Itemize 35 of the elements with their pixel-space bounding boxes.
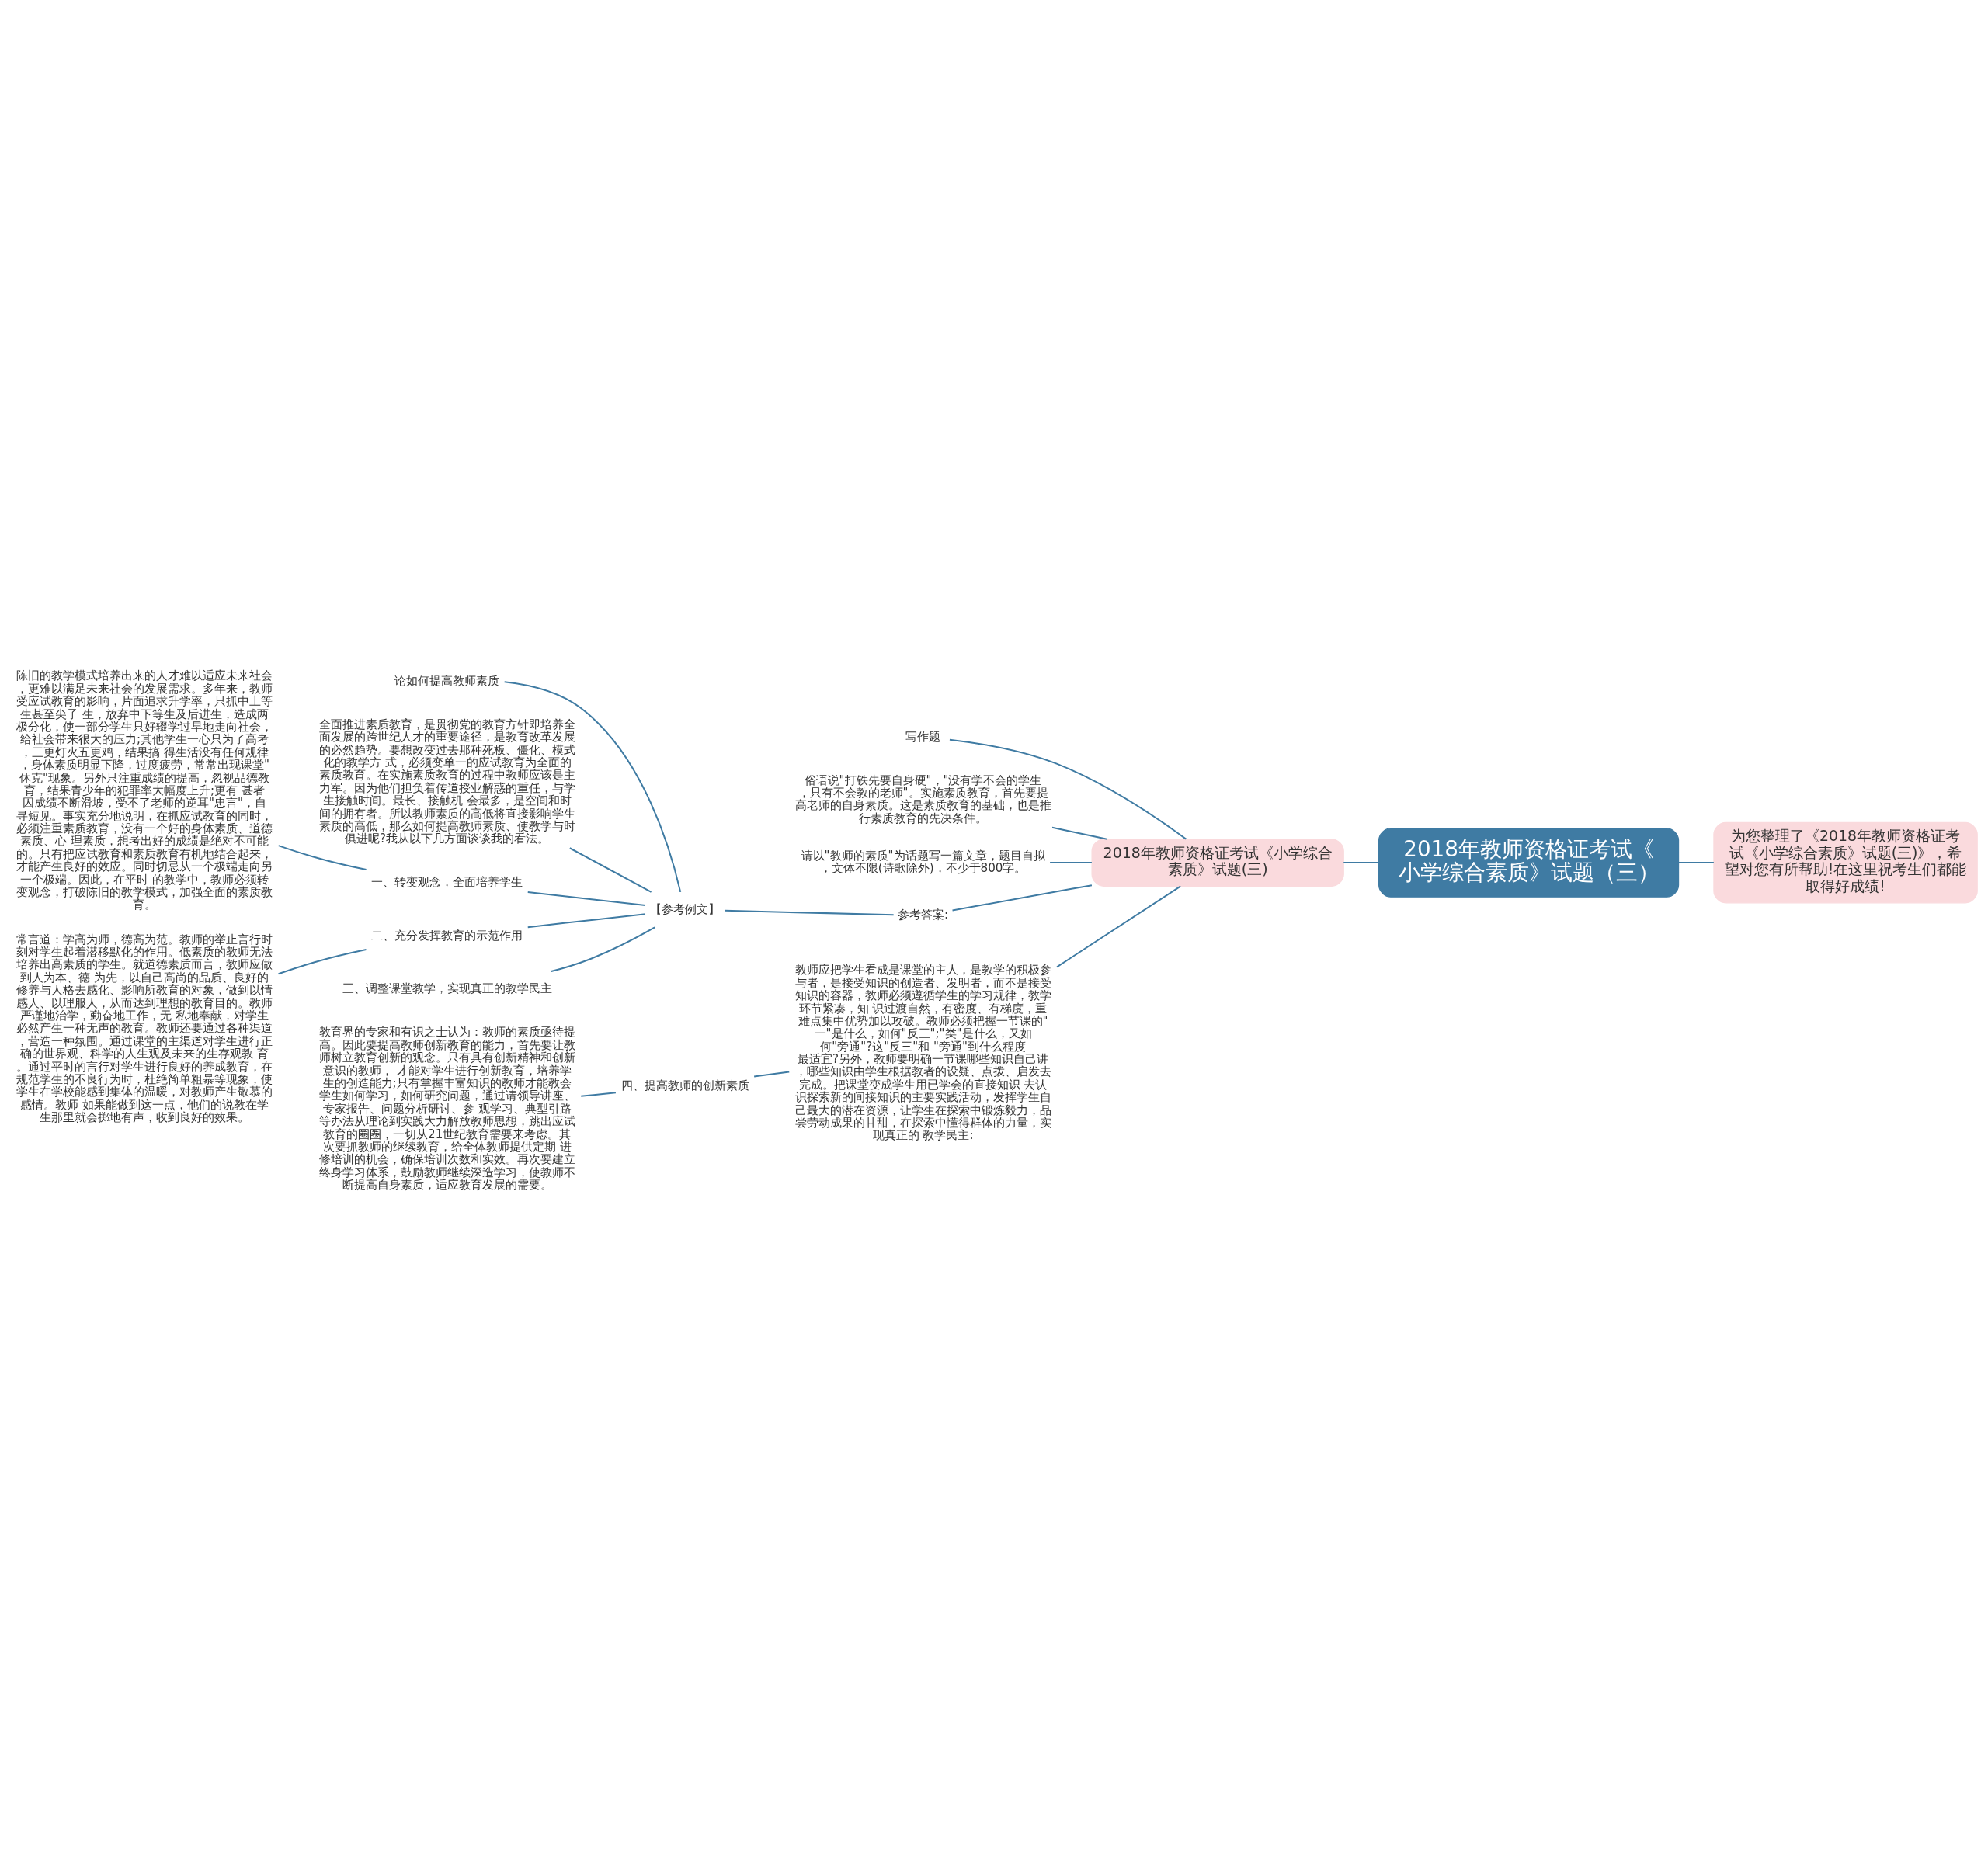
node-text: 一、转变观念，全面培养学生	[371, 875, 523, 890]
connector	[754, 1071, 790, 1078]
node-box: 为您整理了《2018年教师资格证考试《小学综合素质》试题(三)》，希望对您有所帮助!在这里祝考生们都能取得好成绩!	[1713, 821, 1978, 904]
connector	[1056, 885, 1181, 968]
node-text: 陈旧的教学模式培养出来的人才难以适应未来社会，更难以满足未来社会的发展需求。多年来，教师受应试教育的影响，片面追求升学率，只抓中上等生甚至尖子 生，放弃中下等生及后进生，造成两极分化，使一部分学生只好辍学过早地走向社会，给社会带来很大的压力;其他学生一心只为了高考，三更灯火五更鸡，结果搞 得生活没有任何规律，身体素质明显下降，过度疲劳，常常出现课堂"休克"现象。另外只注重成绩的提高，忽视品德教育，结果青少年的犯罪率大幅度上升;更有 甚者因成绩不断滑坡，受不了老师的逆耳"忠言"，自寻短见。事实充分地说明，在抓应试教育的同时，必须注重素质教育，没有一个好的身体素质、道德素质、心 理素质，想考出好的成绩是绝对不可能的。只有把应试教育和素质教育有机地结合起来，才能产生良好的效应。同时切忌从一个极端走向另一个极端。因此，在平时 的教学中，教师必须转变观念，打破陈旧的教学模式，加强全面的素质教育。	[16, 669, 273, 912]
connector	[952, 884, 1093, 912]
node-text: 写作题	[905, 729, 941, 744]
node-text: 二、充分发挥教育的示范作用	[371, 928, 523, 943]
connector	[581, 1092, 617, 1097]
node-text: 教师应把学生看成是课堂的主人，是教学的积极参与者，是接受知识的创造者、发明者，而不是接受知识的容器，教师必须遵循学生的学习规律，教学环节紧凑，知 识过渡自然，有密度、有梯度，重难点集中优势加以攻破。教师必须把握一节课的"一"是什么，如何"反三";"类"是什么，又如何"旁通"?这"反三"和 "旁通"到什么程度最适宜?另外，教师要明确一节课哪些知识自己讲，哪些知识由学生根据教者的设疑、点拨、启发去完成。把课堂变成学生用已学会的直接知识 去认识探索新的间接知识的主要实践活动，发挥学生自己最大的潜在资源，让学生在探索中锻炼毅力，品尝劳动成果的甘甜，在探索中懂得群体的力量，实现真正的 教学民主:	[794, 963, 1051, 1143]
connector	[527, 913, 646, 929]
connector	[527, 891, 646, 906]
connector	[278, 949, 367, 975]
node-text: 【参考例文】	[650, 901, 721, 916]
node-text: 全面推进素质教育，是贯彻党的教育方针即培养全面发展的跨世纪人才的重要途径，是教育改革发展的必然趋势。要想改变过去那种死板、僵化、模式化的教学方 式，必须变单一的应试教育为全面的素质教育。在实施素质教育的过程中教师应该是主力军。因为他们担负着传道授业解惑的重任，与学生接触时间。最长、接触机 会最多，是空间和时间的拥有者。所以教师素质的高低将直接影响学生素质的高低，那么如何提高教师素质、使教学与时俱进呢?我从以下几方面谈谈我的看法。	[318, 717, 575, 846]
node-text: 常言道：学高为师，德高为范。教师的举止言行时刻对学生起着潜移默化的作用。低素质的教师无法培养出高素质的学生。就道德素质而言，教师应做到人为本、德 为先，以自己高尚的品质、良好的修养与人格去感化、影响所教育的对象，做到以情感人、以理服人，从而达到理想的教育目的。教师严谨地治学，勤奋地工作，无 私地奉献，对学生必然产生一种无声的教育。教师还要通过各种渠道，营造一种氛围。通过课堂的主渠道对学生进行正确的世界观、科学的人生观及未来的生存观教 育。通过平时的言行对学生进行良好的养成教育，在规范学生的不良行为时，杜绝简单粗暴等现象，使学生在学校能感到集体的温暖，对教师产生敬慕的感情。教师 如果能做到这一点，他们的说教在学生那里就会掷地有声，收到良好的效果。	[16, 932, 273, 1125]
node-text: 俗语说"打铁先要自身硬"，"没有学不会的学生，只有不会教的老师"。实施素质教育，首先要提高老师的自身素质。这是素质教育的基础，也是推行素质教育的先决条件。	[794, 773, 1051, 825]
connector	[725, 909, 894, 916]
node-text: 四、提高教师的创新素质	[620, 1078, 749, 1092]
connector	[1050, 862, 1092, 864]
node-box: 2018年教师资格证考试《小学综合素质》试题(三)	[1091, 839, 1344, 887]
node-box: 2018年教师资格证考试《小学综合素质》试题（三）	[1378, 828, 1680, 898]
connector	[1678, 862, 1714, 864]
node-text: 参考答案:	[898, 908, 949, 922]
node-text: 论如何提高教师素质	[394, 673, 500, 688]
connector	[551, 926, 655, 972]
connector	[1051, 826, 1107, 840]
node-text: 请以"教师的素质"为话题写一篇文章，题目自拟，文体不限(诗歌除外)，不少于800字。	[801, 848, 1045, 876]
connector	[949, 738, 1187, 840]
connector	[504, 681, 682, 893]
connector	[278, 845, 367, 871]
connector	[569, 847, 652, 893]
node-text: 教育界的专家和有识之士认为：教师的素质亟待提高。因此要提高教师创新教育的能力，首先要让教师树立教育创新的观念。只有具有创新精神和创新意识的教师， 才能对学生进行创新教育，培养学生的创造能力;只有掌握丰富知识的教师才能教会学生如何学习，如何研究问题，通过请领导讲座、专家报告、问题分析研讨、参 观学习、典型引路等办法从理论到实践大力解放教师思想，跳出应试教育的圈圈，一切从21世纪教育需要来考虑。其次要抓教师的继续教育，给全体教师提供定期 进修培训的机会，确保培训次数和实效。再次要建立终身学习体系，鼓励教师继续深造学习，使教师不断提高自身素质，适应教育发展的需要。	[318, 1025, 575, 1193]
node-text: 三、调整课堂教学，实现真正的教学民主	[342, 981, 552, 995]
connector	[1343, 862, 1379, 864]
